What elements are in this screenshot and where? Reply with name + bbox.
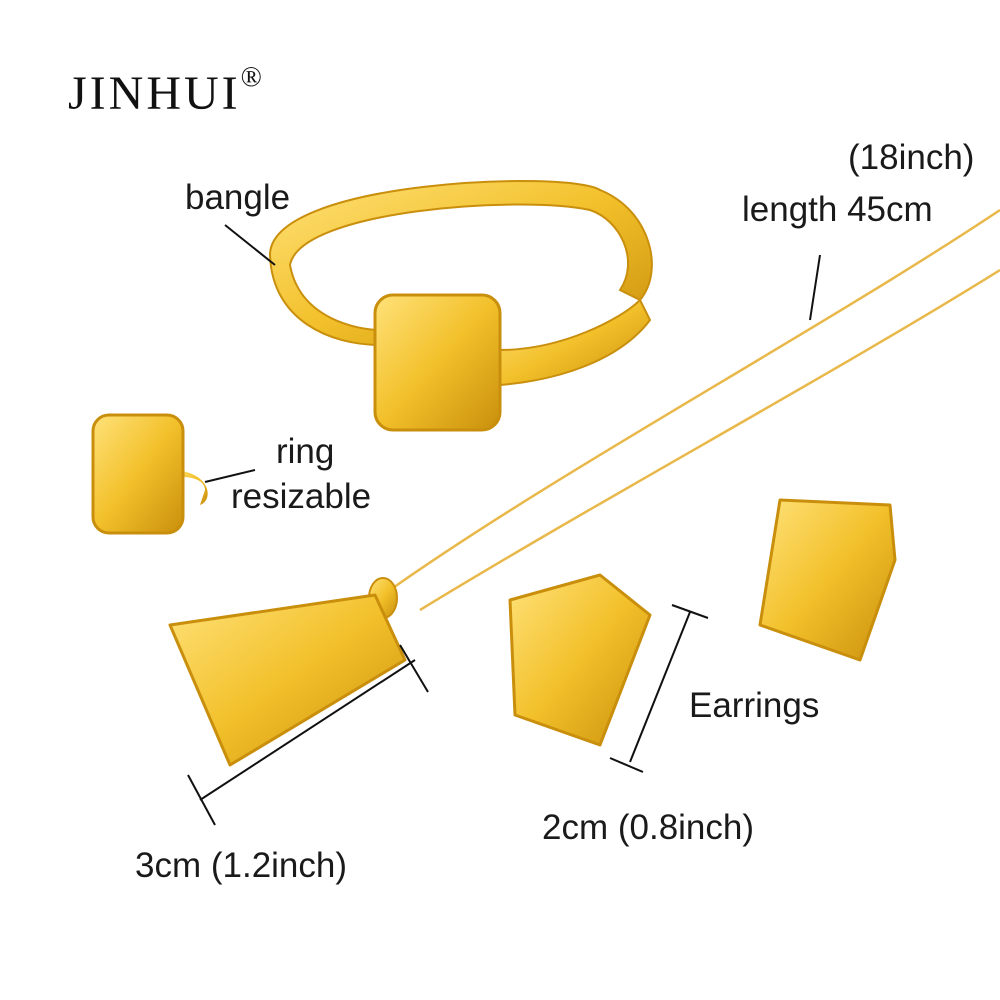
pendant-size-label: 3cm (1.2inch) <box>135 846 348 885</box>
registered-mark: ® <box>240 62 265 93</box>
ring-label: ring <box>276 432 335 471</box>
bangle-item <box>268 180 653 432</box>
earrings-label: Earrings <box>689 686 820 725</box>
necklace-chain <box>389 208 1000 612</box>
pendant-item <box>168 577 407 767</box>
chain-inch-label: (18inch) <box>848 138 975 177</box>
earring-left <box>508 573 652 747</box>
brand-name: JINHUI <box>68 67 241 120</box>
annotation-lines <box>187 224 821 826</box>
brand-logo: JINHUI® <box>68 62 265 121</box>
ring-item <box>91 413 208 535</box>
ring-resizable-label: resizable <box>231 477 372 516</box>
bangle-label: bangle <box>185 178 291 217</box>
chain-length-label: length 45cm <box>742 190 933 229</box>
earring-right <box>758 498 897 662</box>
earring-size-label: 2cm (0.8inch) <box>542 808 755 847</box>
